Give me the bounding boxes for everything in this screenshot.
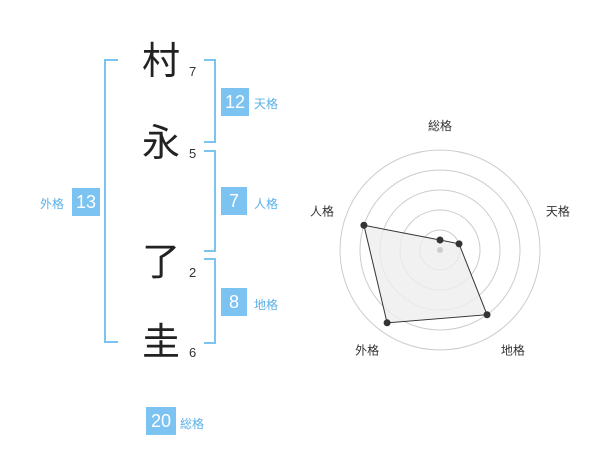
radar-axis-label: 人格 bbox=[310, 204, 334, 219]
chikaku-label: 地格 bbox=[254, 298, 279, 312]
tenkaku-bracket bbox=[204, 59, 216, 143]
radar-data-point bbox=[483, 311, 491, 319]
kanji-2: 永 bbox=[142, 121, 181, 165]
radar-center-dot bbox=[437, 247, 443, 253]
radar-data-point bbox=[360, 221, 368, 229]
stroke-count-2: 5 bbox=[189, 146, 197, 161]
gaikaku-bracket bbox=[104, 59, 118, 343]
jinkaku-bracket bbox=[204, 150, 216, 252]
jinkaku-label: 人格 bbox=[254, 197, 279, 211]
radar-axis-label: 天格 bbox=[546, 204, 570, 219]
radar-data-point bbox=[436, 236, 444, 244]
tenkaku-value: 12 bbox=[221, 88, 249, 116]
kanji-1: 村 bbox=[142, 39, 181, 83]
radar-series-area bbox=[363, 224, 488, 324]
gaikaku-label: 外格 bbox=[40, 197, 65, 211]
chikaku-bracket bbox=[204, 258, 216, 344]
tenkaku-label: 天格 bbox=[254, 97, 279, 111]
radar-grid-ring bbox=[339, 149, 541, 351]
radar-data-point bbox=[455, 240, 463, 248]
radar-axis-label: 外格 bbox=[355, 342, 379, 357]
soukaku-value: 20 bbox=[146, 407, 176, 435]
radar-data-point bbox=[383, 319, 391, 327]
radar-axis-label: 総格 bbox=[428, 118, 452, 133]
jinkaku-value: 7 bbox=[221, 187, 247, 215]
stroke-count-4: 6 bbox=[189, 345, 197, 360]
kanji-3: 了 bbox=[142, 240, 181, 284]
chikaku-value: 8 bbox=[221, 288, 247, 316]
gaikaku-value: 13 bbox=[72, 188, 100, 216]
kanji-4: 圭 bbox=[142, 320, 181, 364]
stroke-count-3: 2 bbox=[189, 265, 197, 280]
radar-axis-label: 地格 bbox=[501, 342, 525, 357]
radar-grid-ring bbox=[359, 169, 521, 331]
stroke-count-1: 7 bbox=[189, 64, 197, 79]
soukaku-label: 総格 bbox=[180, 417, 205, 431]
